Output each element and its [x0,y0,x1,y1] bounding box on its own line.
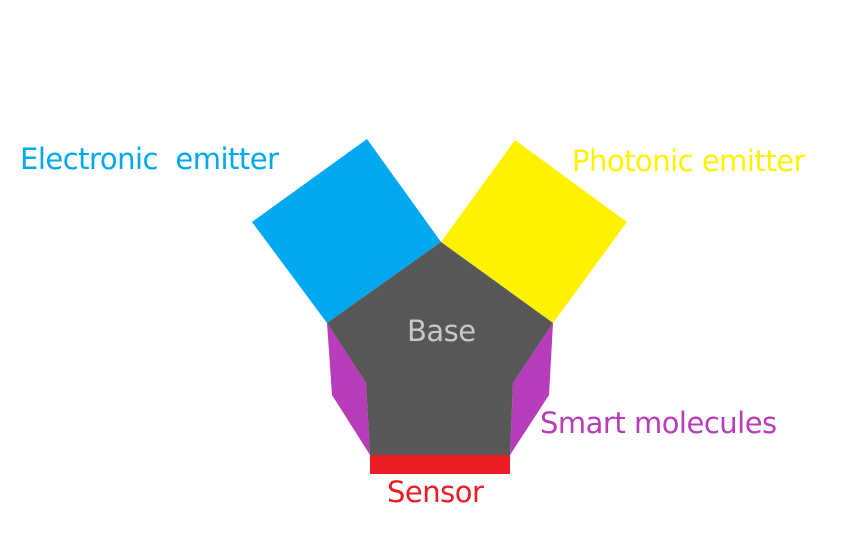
electronic-emitter-label: Electronic emitter [20,142,279,176]
sensor-label: Sensor [387,475,484,509]
smart-molecules-left-shape [327,323,370,455]
smart-molecules-right-shape [510,323,553,455]
electronic-emitter-shape [252,139,441,323]
sensor-shape [370,455,510,474]
base-shape [327,242,553,455]
base-label: Base [407,314,476,348]
photonic-emitter-label: Photonic emitter [572,144,805,178]
smart-molecules-label: Smart molecules [540,406,777,440]
photonic-emitter-shape [441,140,627,323]
